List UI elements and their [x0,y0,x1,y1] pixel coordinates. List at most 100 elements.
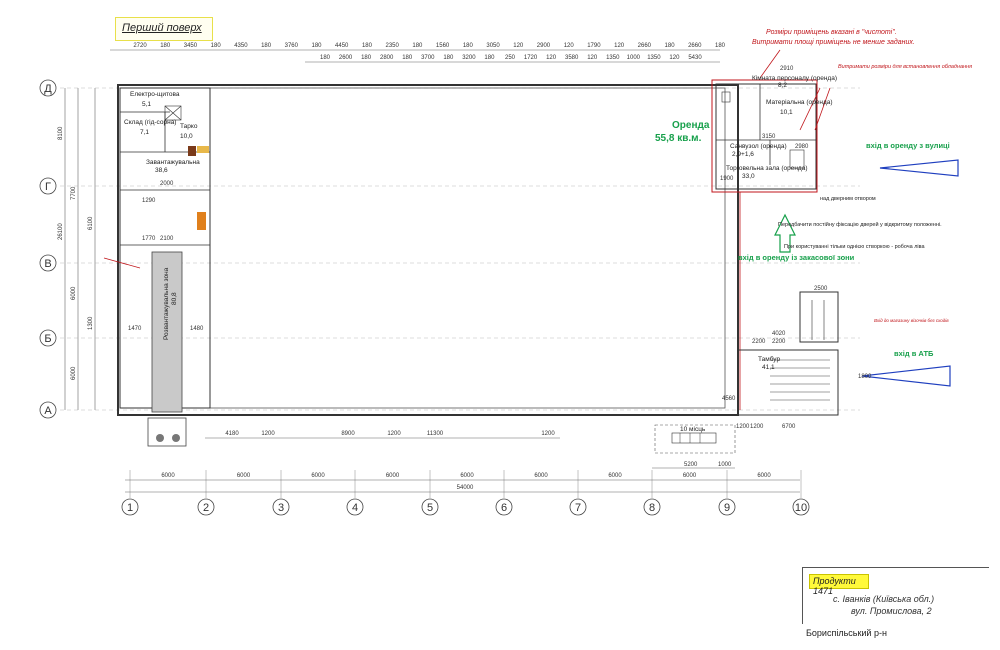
plan-title-box: Перший поверх [115,17,213,41]
axis-bubble-В [39,254,57,272]
axis-bubble-9 [718,498,736,516]
axis-bubble-6 [495,498,513,516]
axis-bubble-2 [197,498,215,516]
bottom-dim-1: 1200 [261,431,275,437]
room-storage: Склад (гід-сорна) [124,118,176,126]
axis-dim-4: 6000 [460,473,474,479]
dim-misc-1: 1480 [190,326,204,332]
top-dim2-12: 3580 [565,55,579,61]
top-dim-21: 180 [665,43,676,49]
dim-misc-4: 1290 [142,198,156,204]
dim-misc-15: 4560 [722,396,736,402]
dock-wheel-left [156,434,164,442]
dim-left2-0: 7700 [71,186,77,200]
wc-fixture [721,91,731,103]
dim-left-0: 1300 [88,316,94,330]
top-dim2-0: 180 [320,55,331,61]
dim-misc-11: 2910 [780,66,794,72]
top-dim2-6: 180 [443,55,454,61]
axis-label-6: 6 [501,502,507,514]
top-dim-1: 180 [160,43,171,49]
room-unloading: Розвантажувальна зона [163,267,170,340]
dim-left2-2: 8100 [58,126,64,140]
room-wc: Санвузол (оренда) [730,143,787,150]
sales-hall-outline [209,87,726,409]
dim-left2-1: 26100 [58,223,64,240]
axis-dim-3: 6000 [386,473,400,479]
dim-misc-0: 1470 [128,326,142,332]
axis-label-4: 4 [352,502,358,514]
dim-misc-2: 1770 [142,236,156,242]
room-storage-area: 7,1 [140,129,149,136]
parking-spots [671,432,717,444]
top-dim2-16: 1350 [647,55,661,61]
note-door-use: При користуванні тільки однією створкою … [784,244,926,250]
axis-bubble-Б [39,329,57,347]
top-dim-17: 120 [564,43,575,49]
tarko-box [164,105,182,121]
top-dim-5: 180 [261,43,272,49]
top-dim-23: 180 [715,43,726,49]
dim-misc-6: 4020 [772,331,786,337]
axis-dim-7: 6000 [683,473,697,479]
top-dim-12: 1560 [436,43,450,49]
room-sales: Торговельна зала (оренда) [726,165,808,172]
top-dim2-14: 1350 [606,55,620,61]
top-dim-10: 2350 [385,43,399,49]
top-dim-20: 2660 [638,43,652,49]
red-marker-line [103,257,141,269]
top-dim2-1: 2600 [339,55,353,61]
room-material-area: 10,1 [780,109,793,116]
over-door-label: над дверним отвором [820,196,876,202]
top-dim-22: 2660 [688,43,702,49]
top-dim-9: 180 [362,43,373,49]
panel-marker-2 [197,146,209,153]
unloading-zone [151,251,183,413]
top-dim-3: 180 [211,43,222,49]
top-dim-16: 2900 [537,43,551,49]
dim-misc-14: 1800 [858,374,872,380]
axis-label-Б: Б [44,333,51,345]
axis-label-В: В [44,258,51,270]
note-equipment: Витримати розміри для встановлення облад… [838,64,972,70]
axis-label-9: 9 [724,502,730,514]
axis-label-5: 5 [427,502,433,514]
room-tarko-area: 10,0 [180,133,193,140]
top-dim2-8: 180 [484,55,495,61]
axis-dim-0: 6000 [161,473,175,479]
rent-label: Оренда [672,120,710,131]
rental-door [789,149,805,169]
dim-misc-12: 2980 [795,144,809,150]
axis-dim-1: 6000 [237,473,251,479]
top-dim-19: 120 [614,43,625,49]
top-dim2-7: 3200 [462,55,476,61]
dim-misc-5: 2000 [160,181,174,187]
title-block: Продукти 1471 с. Іванків (Київська обл.)… [802,567,989,624]
note-door-fix: Передбачити постійну фіксацію дверей у в… [778,221,942,228]
dim-left-3: 6000 [71,366,77,380]
room-unloading-area: 80,8 [171,292,178,305]
room-loading-area: 38,6 [155,167,168,174]
bottom-dim-2: 8900 [341,431,355,437]
top-dim2-4: 180 [402,55,413,61]
loading-dock [147,417,187,447]
dim-misc-10: 3150 [762,134,776,140]
axis-label-А: А [44,405,52,417]
dim-right-bottom-2: 1000 [718,462,732,468]
atb-entrance-label: вхід в АТБ [894,349,934,358]
dim-misc-13: 1900 [720,176,734,182]
axis-bubble-Г [39,177,57,195]
plan-title: Перший поверх [122,22,202,34]
top-dim-4: 4350 [234,43,248,49]
product-name: Продукти 1471 [813,576,856,596]
axis-label-10: 10 [795,502,807,514]
tarko-cross-2 [164,105,182,121]
top-dim-6: 3760 [285,43,299,49]
top-dim-15: 120 [513,43,524,49]
top-dim-0: 2720 [133,43,147,49]
room-vestibule-area: 41,1 [762,364,775,371]
room-staff: Кімната персоналу (оренда) [752,74,837,82]
dim-left-1: 6100 [88,216,94,230]
top-dim2-18: 5430 [688,55,702,61]
